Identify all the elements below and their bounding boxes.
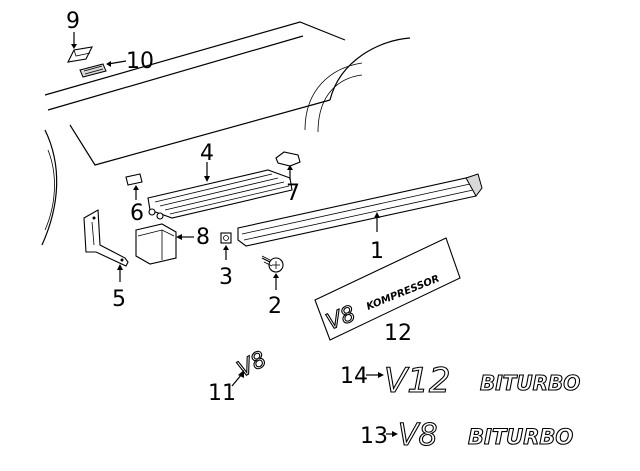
part-7-clip (275, 151, 301, 180)
callout-5: 5 (112, 287, 126, 312)
part-2-screw (261, 255, 284, 290)
part-4-step-plate (147, 162, 293, 220)
vehicle-body-outline (41, 21, 411, 246)
callout-4: 4 (200, 141, 214, 166)
part-3-nut (220, 232, 232, 260)
badge-14-v12: V12 (384, 361, 451, 401)
callout-6: 6 (130, 201, 144, 226)
part-11-v8-badge: V8 (231, 346, 271, 387)
part-5-bracket (83, 209, 129, 282)
part-9-clip (67, 32, 93, 63)
part-6-clip (125, 173, 143, 200)
callout-12: 12 (384, 321, 412, 346)
badge-13-v8: V8 (398, 418, 438, 453)
callout-1: 1 (370, 239, 384, 264)
callout-8: 8 (196, 225, 210, 250)
callout-3: 3 (219, 265, 233, 290)
callout-2: 2 (268, 294, 282, 319)
part-8-end-cap (135, 223, 194, 265)
callout-13: 13 (360, 424, 388, 449)
part-1-molding (237, 173, 483, 247)
part-12-v8-kompressor-badge: V8 KOMPRESSOR (314, 237, 461, 341)
callout-10: 10 (126, 49, 154, 74)
part-10-trim-strip (79, 60, 127, 78)
callout-11: 11 (208, 381, 236, 406)
part-13-v8-biturbo-badge: V8 BITURBO (386, 417, 574, 454)
badge-13-biturbo: BITURBO (468, 425, 573, 449)
part-14-v12-biturbo-badge: V12 BITURBO (366, 360, 581, 402)
callout-14: 14 (340, 364, 368, 389)
callout-9: 9 (66, 9, 80, 34)
badge-14-biturbo: BITURBO (480, 371, 580, 395)
callout-7: 7 (286, 181, 300, 206)
